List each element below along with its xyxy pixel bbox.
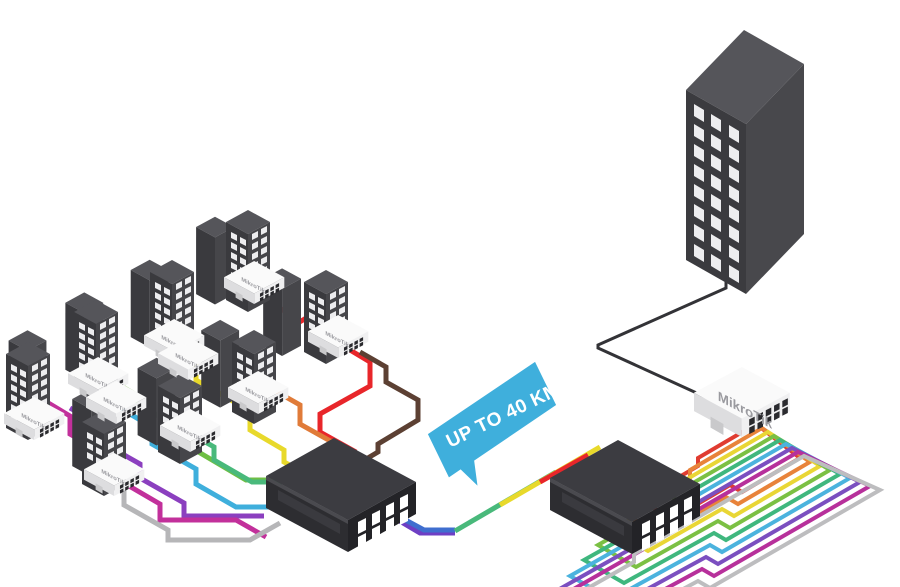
remote-mikrotik-switch[interactable]: MikroTik (694, 366, 790, 437)
fiber-segment-violet (396, 517, 455, 536)
mikrotik-switch[interactable]: MikroTik (308, 315, 369, 358)
mikrotik-switch[interactable]: MikroTik (4, 397, 65, 440)
switch-group-left: MikroTik MikroTik (4, 261, 369, 496)
mikrotik-switch[interactable]: MikroTik (228, 371, 289, 414)
tower-link-path (596, 275, 728, 402)
core-switch-right[interactable] (550, 440, 700, 554)
mikrotik-switch[interactable]: MikroTik (224, 261, 285, 304)
core-switch-left[interactable] (266, 438, 416, 552)
mikrotik-switch[interactable]: MikroTik (160, 409, 221, 452)
mikrotik-switch[interactable]: MikroTik (86, 381, 147, 424)
mikrotik-switch[interactable]: MikroTik (84, 453, 145, 496)
core-switch-ports (358, 494, 408, 549)
callout-bubble (427, 361, 557, 486)
mikrotik-switch[interactable]: MikroTik (158, 337, 219, 380)
office-tower (686, 30, 804, 294)
core-switch-ports (642, 496, 692, 551)
cable-brown (354, 349, 421, 468)
tower-windows (694, 104, 739, 283)
fiber-gradient-3 (538, 452, 590, 485)
tower-link (596, 275, 728, 402)
loop-gray (585, 453, 885, 587)
